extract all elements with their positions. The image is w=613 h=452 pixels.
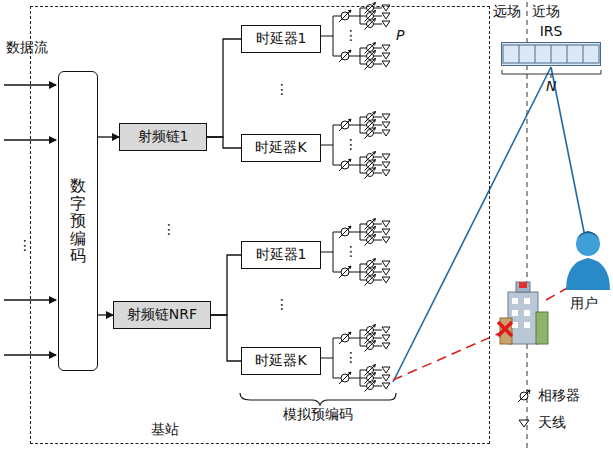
beams [393,67,588,382]
ellipsis: ⋮ [344,137,358,152]
connector [211,255,241,315]
connector [207,137,241,148]
ellipsis: ⋮ [275,297,289,312]
node-label: 射频链NRF [127,306,197,324]
stream-label: 数据流 [6,40,48,55]
delay-box: 时延器K [241,347,321,375]
node-label: 时延器K [255,352,306,370]
connector [98,314,113,315]
legend-phase-shifter [518,390,530,402]
legend-text: 天线 [538,415,566,430]
irs-bracket [502,70,601,78]
antenna-array [320,3,390,392]
connector [211,315,241,361]
node-label: 时延器1 [256,30,307,48]
ellipsis: ⋮ [162,222,176,237]
delay-box: 时延器1 [241,25,321,53]
field-divider [527,2,528,448]
rf-chain-box: 射频链NRF [113,301,211,329]
node-label: 时延器1 [256,246,307,264]
irs-cells [501,42,601,66]
zone-label: 近场 [532,4,560,19]
user-figure [566,231,610,290]
analog-brace [240,393,396,405]
node-label: IRS [540,23,563,39]
element-count: N [546,79,556,94]
ellipsis: ⋮ [344,28,358,43]
rf-chain-box: 射频链1 [119,123,207,151]
ellipsis: ⋮ [18,238,32,253]
connector [207,39,241,137]
node-label: 射频链1 [138,128,189,146]
module-label: 模拟预编码 [283,407,353,422]
ellipsis: ⋮ [344,350,358,365]
user-label: 用户 [570,296,598,311]
ellipsis: ⋮ [344,244,358,259]
legend-antenna [519,420,529,427]
node-label: 基站 [151,421,179,439]
element-count: P [396,28,404,43]
digital-precoder-box: 数字预编码 [58,71,98,371]
delay-box: 时延器1 [241,241,321,269]
delay-box: 时延器K [241,134,321,162]
ellipsis: ⋮ [275,82,289,97]
node-label: 数字预编码 [70,177,86,265]
node-label: 时延器K [255,139,306,157]
legend-text: 相移器 [538,388,580,403]
connector [98,136,119,137]
building-blocker [498,282,548,344]
irs-panel: IRS [501,42,601,66]
base-station-box: 基站 数字预编码 射频链1 射频链NRF 时延器1 时延器K 时延器1 时延器K [30,6,490,444]
zone-label: 远场 [493,4,521,19]
